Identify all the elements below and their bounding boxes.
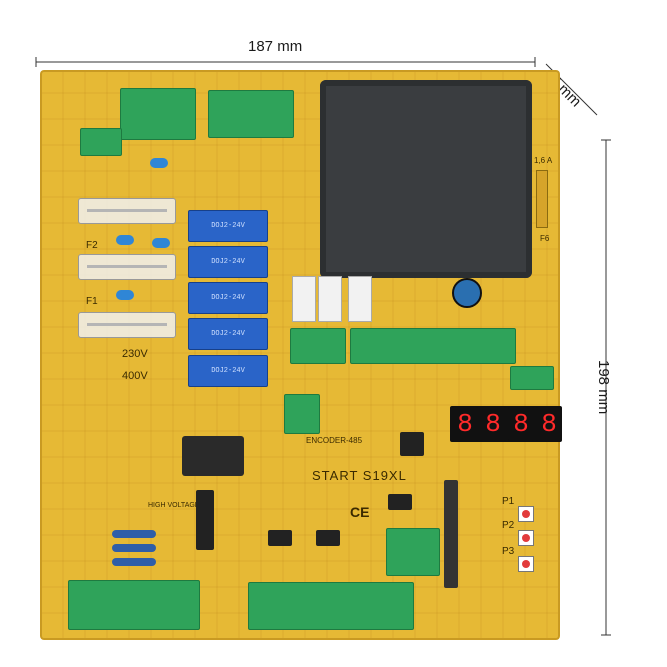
transformer (320, 80, 532, 278)
terminal-block-power (80, 128, 122, 156)
fuse-f1 (78, 312, 176, 338)
fuse-f6 (536, 170, 548, 228)
relay: DOJ2-24V (188, 318, 268, 350)
fuse-f6-label: F6 (540, 234, 550, 243)
terminal-block-top-center (208, 90, 294, 138)
fuse-rating-label: 1,6 A (534, 156, 553, 165)
voltage-label-230: 230V (122, 348, 148, 360)
capacitor (116, 235, 134, 245)
encoder-label: ENCODER-485 (306, 436, 363, 445)
high-voltage-label: HIGH VOLTAGE (148, 502, 200, 509)
terminal-block-middle-left (290, 328, 346, 364)
fuse-label-f2: F2 (86, 240, 98, 251)
terminal-block-bottom-right (386, 528, 440, 576)
relay: DOJ2-24V (188, 210, 268, 242)
voltage-label-400: 400V (122, 370, 148, 382)
terminal-block-middle-right (350, 328, 516, 364)
relay: DOJ2-24V (188, 355, 268, 387)
ce-mark: CE (350, 504, 370, 520)
button-label-p1: P1 (502, 496, 515, 507)
choke-inductor (182, 436, 244, 476)
display-digit: 8 (508, 407, 534, 441)
fuse-f2 (78, 254, 176, 280)
width-dimension-label: 187 mm (248, 38, 303, 55)
display-digit: 8 (480, 407, 506, 441)
ic-chip (268, 530, 292, 546)
pin-header (444, 480, 458, 588)
relay-white (348, 276, 372, 322)
microcontroller-chip (400, 432, 424, 456)
relay-white (318, 276, 342, 322)
model-label: START S19XL (312, 468, 407, 483)
resistor (112, 530, 156, 538)
capacitor (116, 290, 134, 300)
terminal-block-small (510, 366, 554, 390)
button-label-p3: P3 (502, 546, 515, 557)
display-digit: 8 (452, 407, 478, 441)
height-dimension-label: 198 mm (595, 360, 612, 415)
terminal-block-bottom-center (248, 582, 414, 630)
push-button-p2[interactable] (518, 530, 534, 546)
ic-chip (388, 494, 412, 510)
fuse-f3 (78, 198, 176, 224)
capacitor (150, 158, 168, 168)
fuse-label-f1: F1 (86, 296, 98, 307)
push-button-p3[interactable] (518, 556, 534, 572)
resistor (112, 558, 156, 566)
button-label-p2: P2 (502, 520, 515, 531)
terminal-block-top-left (120, 88, 196, 140)
push-button-p1[interactable] (518, 506, 534, 522)
relay: DOJ2-24V (188, 282, 268, 314)
ic-chip (316, 530, 340, 546)
electrolytic-capacitor (452, 278, 482, 308)
ic-chip (196, 490, 214, 550)
encoder-terminal (284, 394, 320, 434)
relay-white (292, 276, 316, 322)
terminal-block-bottom-left (68, 580, 200, 630)
resistor (112, 544, 156, 552)
display-digit: 8 (536, 407, 562, 441)
relay: DOJ2-24V (188, 246, 268, 278)
capacitor (152, 238, 170, 248)
circuit-board: F2 F1 DOJ2-24V DOJ2-24V DOJ2-24V DOJ2-24… (40, 70, 562, 640)
